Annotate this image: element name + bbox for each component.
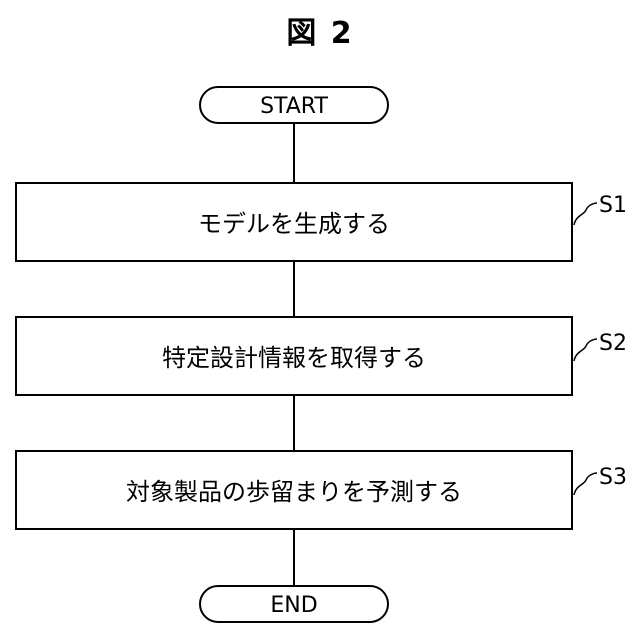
step-s2-label: 特定設計情報を取得する xyxy=(162,344,426,372)
step-s1: モデルを生成する S1 xyxy=(16,183,627,261)
step-s2-ref: S2 xyxy=(599,331,627,356)
end-terminal: END xyxy=(200,586,388,622)
start-label: START xyxy=(260,94,328,119)
step-s3: 対象製品の歩留まりを予測する S3 xyxy=(16,451,627,529)
end-label: END xyxy=(270,593,317,618)
step-s3-ref: S3 xyxy=(599,465,627,490)
step-s2-leader xyxy=(574,339,597,361)
step-s1-leader xyxy=(574,203,597,225)
step-s2: 特定設計情報を取得する S2 xyxy=(16,317,627,395)
step-s3-label: 対象製品の歩留まりを予測する xyxy=(126,478,462,506)
step-s1-ref: S1 xyxy=(599,193,627,218)
step-s1-label: モデルを生成する xyxy=(198,210,390,238)
start-terminal: START xyxy=(200,87,388,123)
step-s3-leader xyxy=(574,473,597,495)
